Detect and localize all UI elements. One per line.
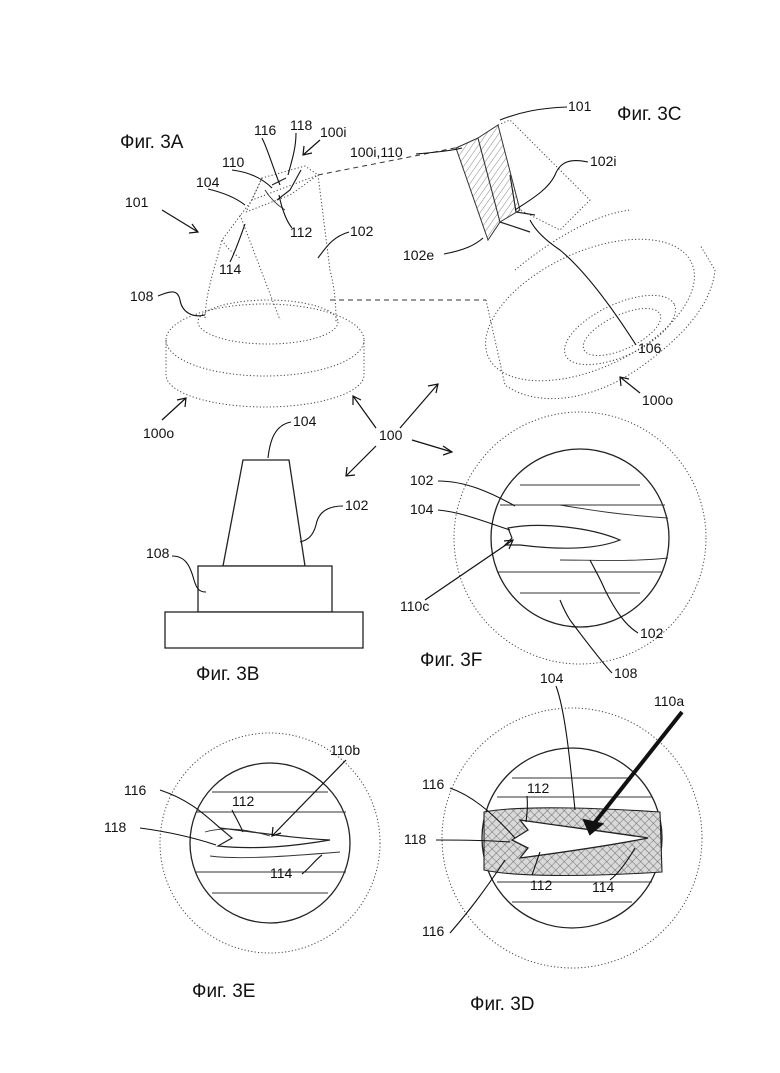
label-116-3e: 116 <box>124 782 147 798</box>
label-110c-3f: 110c <box>400 598 429 614</box>
label-114-3d: 114 <box>592 879 615 895</box>
label-104-3f: 104 <box>410 501 434 517</box>
label-100o-3a: 100o <box>143 425 174 441</box>
caption-fig-3b: Фиг. 3B <box>196 664 259 685</box>
label-100: 100 <box>379 427 403 443</box>
label-118-3e: 118 <box>104 819 127 835</box>
label-110b-3e: 110b <box>330 742 360 758</box>
caption-fig-3c: Фиг. 3C <box>617 104 682 125</box>
label-116-3a: 116 <box>254 122 277 138</box>
caption-fig-3e: Фиг. 3E <box>192 981 255 1002</box>
label-118-3d: 118 <box>404 831 427 847</box>
label-104-3a: 104 <box>196 174 220 190</box>
label-100o-3c: 100o <box>642 392 673 408</box>
label-110a-3d: 110a <box>654 693 684 709</box>
caption-fig-3d: Фиг. 3D <box>470 994 535 1015</box>
label-118-3a: 118 <box>290 117 313 133</box>
label-100i-3a: 100i <box>320 124 346 140</box>
label-102-3a: 102 <box>350 223 374 239</box>
label-104-3d: 104 <box>540 670 564 686</box>
caption-fig-3f: Фиг. 3F <box>420 650 482 671</box>
label-114-3a: 114 <box>219 261 242 277</box>
label-112-3a: 112 <box>290 224 313 240</box>
figure-3e-drawing <box>160 733 380 953</box>
label-112-3d-bottom: 112 <box>530 877 553 893</box>
caption-fig-3a: Фиг. 3A <box>120 132 184 153</box>
label-102e-3c: 102e <box>403 247 434 263</box>
label-102-3b: 102 <box>345 497 369 513</box>
label-104-3b: 104 <box>293 413 317 429</box>
label-102-3f-bottom: 102 <box>640 625 664 641</box>
label-112-3e: 112 <box>232 793 255 809</box>
label-102-3f-top: 102 <box>410 472 434 488</box>
label-116-3d-top: 116 <box>422 776 445 792</box>
label-116-3d-bottom: 116 <box>422 923 445 939</box>
label-110-3a: 110 <box>222 154 245 170</box>
label-108-3b: 108 <box>146 545 170 561</box>
figure-3d-drawing <box>442 708 702 968</box>
figure-3c-drawing <box>456 120 716 410</box>
label-114-3e: 114 <box>270 865 293 881</box>
label-112-3d-top: 112 <box>527 780 550 796</box>
figure-3b-drawing <box>165 460 363 648</box>
figure-3f-drawing <box>454 412 706 664</box>
label-100i-110-3c: 100i,110 <box>350 144 403 160</box>
label-101-3a: 101 <box>125 194 149 210</box>
label-106-3c: 106 <box>638 340 662 356</box>
label-101-3c: 101 <box>568 98 592 114</box>
label-102i-3c: 102i <box>590 153 616 169</box>
label-108-3f: 108 <box>614 665 638 681</box>
label-108-3a: 108 <box>130 288 154 304</box>
